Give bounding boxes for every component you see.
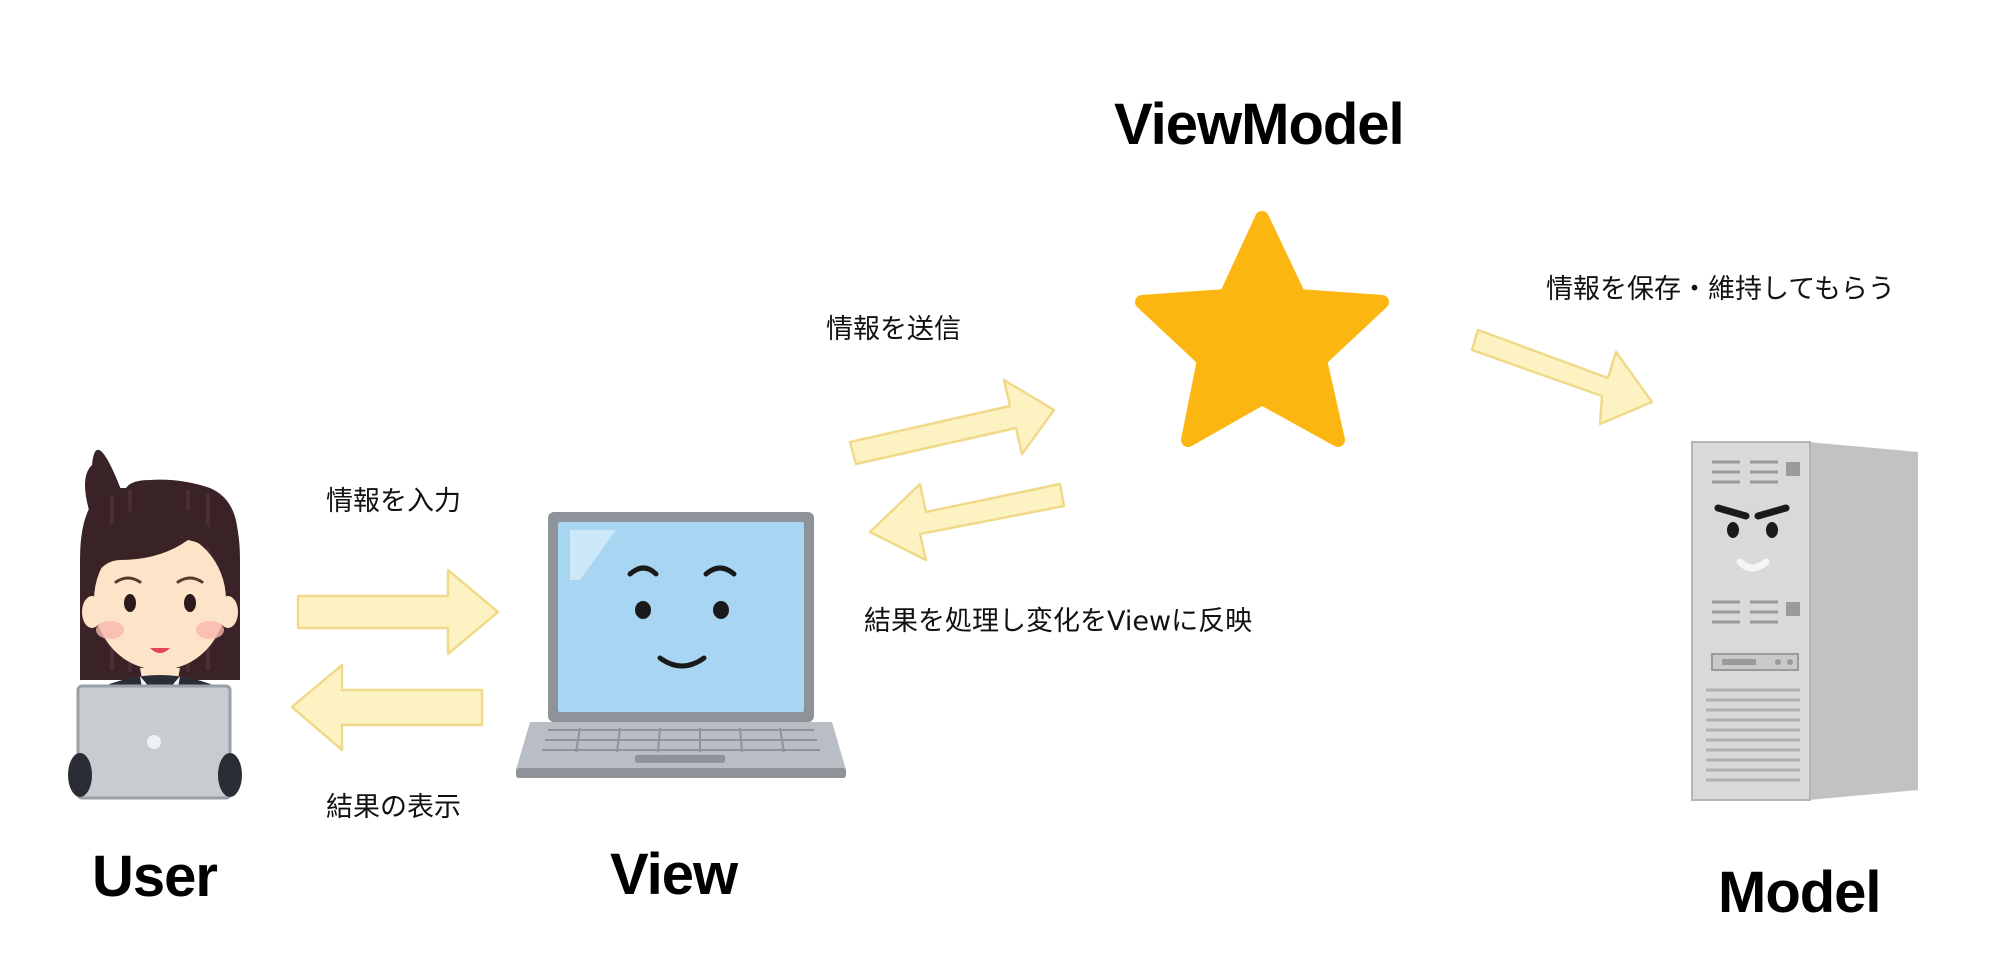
node-label-view: View: [610, 842, 738, 907]
arrow-viewmodel-to-view: [868, 482, 1066, 562]
edge-label-reflect: 結果を処理し変化をViewに反映: [864, 606, 1253, 637]
woman-with-laptop-icon: [68, 449, 242, 800]
edge-label-send: 情報を送信: [826, 314, 961, 345]
edge-label-input: 情報を入力: [326, 486, 461, 517]
server-tower-icon: [1691, 441, 1918, 801]
arrow-viewmodel-to-model: [1470, 328, 1654, 426]
star-icon: [1135, 211, 1389, 447]
smiling-laptop-icon: [516, 512, 846, 778]
node-label-viewmodel: ViewModel: [1114, 92, 1405, 157]
arrow-user-to-view: [296, 568, 500, 656]
node-label-model: Model: [1718, 860, 1882, 925]
node-label-user: User: [92, 844, 218, 909]
edge-label-persist: 情報を保存・維持してもらう: [1546, 274, 1895, 305]
arrow-view-to-viewmodel: [848, 378, 1056, 466]
edge-label-display-result: 結果の表示: [326, 792, 461, 823]
arrow-view-to-user: [290, 663, 484, 752]
